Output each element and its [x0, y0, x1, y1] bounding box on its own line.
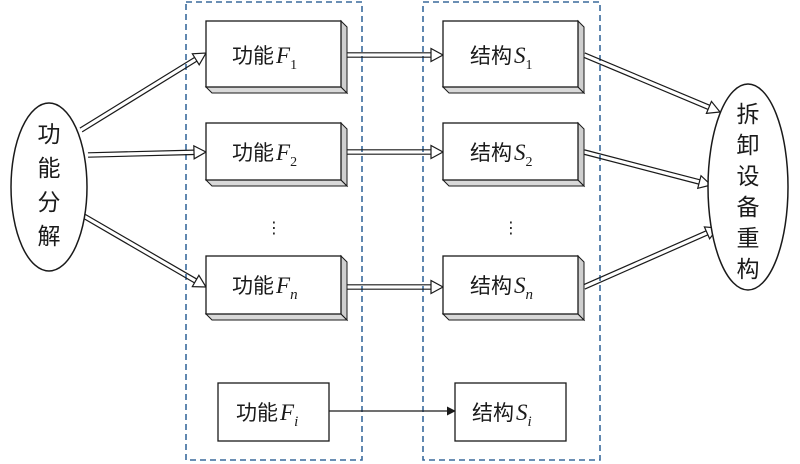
function-label: 功能: [232, 141, 274, 165]
structure-label: 结构: [470, 274, 512, 298]
structure-label: 结构: [470, 141, 512, 165]
ellipse-char: 能: [38, 156, 61, 182]
ellipse-char: 拆: [737, 102, 760, 128]
structure-label: 结构: [472, 401, 514, 425]
connectors: [79, 47, 722, 416]
svg-text:功能Fi: 功能Fi: [236, 400, 298, 430]
structure-subscript: n: [526, 287, 534, 303]
structure-subscript: i: [528, 414, 532, 430]
structure-box-n: 结构Sn: [441, 254, 586, 322]
arrow-decomp-to-f1: [79, 52, 208, 133]
function-variable: F: [275, 273, 291, 298]
arrow-f1-to-s1: [347, 47, 445, 63]
structure-ellipsis: ⋮: [503, 218, 519, 237]
function-box-i: 功能Fi: [217, 382, 330, 442]
function-subscript: 2: [290, 155, 297, 170]
ellipse-char: 设: [737, 164, 760, 190]
arrow-decomp-to-f2: [87, 144, 208, 160]
ellipse-char: 功: [38, 122, 61, 148]
ellipse-char: 构: [737, 257, 760, 283]
structure-subscript: 1: [526, 58, 533, 73]
svg-text:功能F2: 功能F2: [232, 140, 297, 170]
function-subscript: n: [290, 287, 298, 303]
disassembly-equipment-restructuring-ellipse: 拆 卸 设 备 重 构: [707, 83, 789, 291]
ellipse-char: 解: [38, 224, 61, 250]
structure-label: 结构: [470, 44, 512, 68]
function-subscript: 1: [290, 58, 297, 73]
svg-text:结构S2: 结构S2: [470, 140, 533, 170]
svg-text:结构S1: 结构S1: [470, 43, 533, 73]
structure-box-1: 结构S1: [441, 19, 586, 95]
ellipse-char: 备: [737, 195, 760, 221]
arrow-s2-to-restructure: [583, 149, 713, 190]
svg-text:结构Si: 结构Si: [472, 400, 532, 430]
structure-variable: S: [514, 273, 526, 298]
structure-subscript: 2: [526, 155, 533, 170]
structure-variable: S: [514, 140, 526, 165]
arrow-s1-to-restructure: [582, 52, 722, 115]
function-label: 功能: [232, 274, 274, 298]
function-box-2: 功能F2: [204, 121, 349, 188]
function-ellipsis: ⋮: [266, 218, 282, 237]
svg-text:功能F1: 功能F1: [232, 43, 297, 73]
structure-box-i: 结构Si: [454, 382, 567, 442]
function-group-frame: [185, 1, 363, 461]
ellipse-char: 卸: [737, 133, 760, 159]
structure-group-frame: [422, 1, 601, 461]
function-label: 功能: [232, 44, 274, 68]
structure-variable: S: [516, 400, 528, 425]
function-variable: F: [279, 400, 295, 425]
arrow-f2-to-s2: [347, 144, 445, 160]
ellipse-char: 分: [38, 190, 61, 216]
function-variable: F: [275, 43, 291, 68]
structure-variable: S: [514, 43, 526, 68]
svg-text:结构Sn: 结构Sn: [470, 273, 533, 303]
arrow-decomp-to-fn: [80, 212, 208, 288]
function-subscript: i: [294, 414, 298, 430]
function-label: 功能: [236, 401, 278, 425]
function-box-n: 功能Fn: [204, 254, 349, 322]
function-decomposition-ellipse: 功 能 分 解: [10, 102, 88, 272]
structure-box-2: 结构S2: [441, 121, 586, 188]
svg-text:功能Fn: 功能Fn: [232, 273, 298, 303]
arrow-fn-to-sn: [347, 279, 445, 295]
function-box-1: 功能F1: [204, 19, 349, 95]
ellipse-char: 重: [737, 226, 760, 252]
function-variable: F: [275, 140, 291, 165]
arrow-sn-to-restructure: [582, 226, 720, 290]
